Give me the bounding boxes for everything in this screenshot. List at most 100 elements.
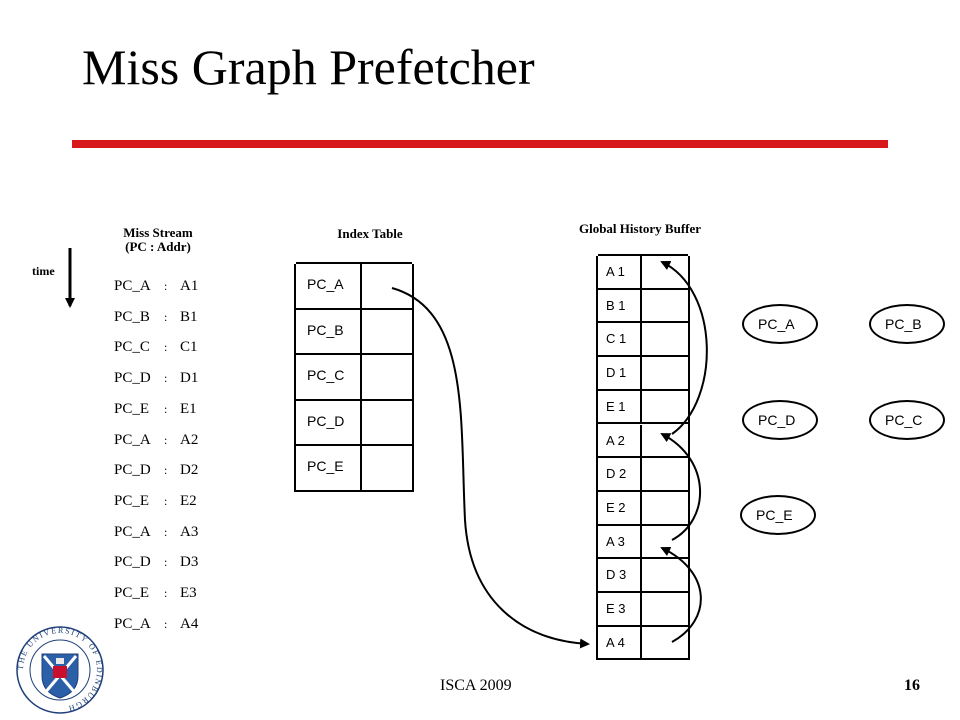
- graph-node-pc-e: PC_E: [740, 495, 816, 535]
- graph-node-pc-b: PC_B: [869, 304, 945, 344]
- miss-stream-subheader: (PC : Addr): [125, 239, 191, 254]
- miss-addr: D3: [180, 554, 199, 571]
- ghb-entry-label: A 2: [606, 432, 625, 448]
- ghb-link-a2-a1: [660, 260, 708, 435]
- miss-separator: :: [164, 401, 168, 416]
- index-table-row: PC_D: [296, 400, 412, 447]
- ghb-header: Global History Buffer: [578, 221, 702, 236]
- miss-addr: B1: [180, 308, 198, 325]
- miss-pc: PC_E: [114, 400, 150, 417]
- index-table-row: PC_A: [296, 262, 412, 310]
- graph-node-pc-d: PC_D: [742, 400, 818, 440]
- ghb-link-cell: [640, 357, 642, 389]
- ghb-link-cell: [640, 256, 642, 288]
- ghb-link-cell: [640, 289, 642, 322]
- miss-separator: :: [164, 371, 168, 386]
- miss-pc: PC_A: [114, 523, 151, 540]
- ghb-entry: A 1: [598, 254, 688, 290]
- ghb-link-a3-a2: [660, 433, 702, 541]
- miss-addr: A4: [180, 615, 199, 632]
- miss-pc: PC_D: [114, 370, 151, 387]
- ghb-entry: D 2: [598, 458, 688, 492]
- ghb-link-cell: [640, 626, 642, 659]
- index-table-pc: PC_D: [307, 412, 345, 429]
- miss-addr: D1: [180, 370, 199, 387]
- ghb-link-cell: [640, 491, 642, 524]
- university-crest-icon: THE UNIVERSITY OF EDINBURGH: [16, 626, 104, 714]
- miss-addr: E2: [180, 492, 197, 509]
- miss-separator: :: [164, 524, 168, 539]
- index-table-row: PC_B: [296, 309, 412, 356]
- miss-stream-row: PC_D:D2: [114, 461, 244, 479]
- ghb-entry-label: C 1: [606, 331, 627, 347]
- miss-pc: PC_D: [114, 462, 151, 479]
- title-underline: [72, 140, 888, 148]
- index-table-pointer-cell: [360, 355, 362, 399]
- miss-separator: :: [164, 309, 168, 324]
- index-table-pc: PC_B: [307, 321, 344, 338]
- ghb-link-cell: [640, 390, 642, 423]
- miss-pc: PC_E: [114, 492, 150, 509]
- miss-stream-row: PC_D: D1: [114, 369, 244, 387]
- slide-title: Miss Graph Prefetcher: [82, 39, 535, 95]
- index-table-pc: PC_E: [307, 458, 344, 475]
- ghb-entry: E 1: [598, 390, 688, 425]
- ghb-link-cell: [640, 525, 642, 558]
- miss-separator: :: [164, 340, 168, 355]
- index-table-row: PC_E: [296, 446, 412, 492]
- miss-pc: PC_A: [114, 278, 151, 294]
- ghb-link-a4-a3: [660, 546, 702, 643]
- miss-stream-row: PC_E: E2: [114, 492, 244, 510]
- miss-separator: :: [164, 493, 168, 508]
- ghb-link-cell: [640, 559, 642, 591]
- miss-stream-row: PC_A:A1: [114, 277, 244, 295]
- index-table: PC_A PC_B PC_C PC_D PC_E: [294, 262, 414, 492]
- ghb-entry: B 1: [598, 289, 688, 324]
- miss-addr: E1: [180, 400, 197, 417]
- footer-conference: ISCA 2009: [440, 677, 512, 694]
- graph-node-pc-c: PC_C: [869, 400, 945, 440]
- index-table-pc: PC_C: [307, 367, 345, 384]
- ghb-entry-label: D 1: [606, 365, 627, 381]
- miss-stream-row: PC_E:E3: [114, 584, 244, 602]
- miss-stream-row: PC_A:A4: [114, 615, 244, 633]
- ghb-entry-label: E 3: [606, 601, 626, 616]
- miss-addr: E3: [180, 585, 197, 601]
- miss-stream-row: PC_E: E1: [114, 400, 244, 418]
- index-table-pointer-cell: [360, 446, 362, 490]
- index-table-header: Index Table: [337, 226, 403, 241]
- ghb-link-cell: [640, 593, 642, 625]
- miss-stream-row: PC_D: D3: [114, 553, 244, 571]
- miss-separator: :: [164, 463, 168, 478]
- ghb-entry-label: A 1: [606, 264, 625, 279]
- miss-pc: PC_D: [114, 554, 151, 571]
- ghb-entry: A 4: [598, 626, 688, 661]
- miss-pc: PC_A: [114, 615, 151, 632]
- ghb-entry: A 3: [598, 525, 688, 560]
- miss-separator: :: [164, 279, 168, 293]
- index-table-row: PC_C: [296, 355, 412, 401]
- index-table-pointer-cell: [360, 309, 362, 354]
- miss-addr: C1: [180, 339, 198, 356]
- miss-stream-header: Miss Stream: [123, 225, 193, 240]
- miss-stream-row: PC_B: B1: [114, 308, 244, 326]
- miss-addr: A2: [180, 431, 199, 448]
- ghb-entry-label: D 2: [606, 466, 627, 482]
- ghb-entry: C 1: [598, 323, 688, 358]
- ghb-entry-label: E 1: [606, 398, 626, 414]
- ghb-link-cell: [640, 323, 642, 356]
- ghb-entry: E 2: [598, 491, 688, 526]
- ghb-entry: D 3: [598, 559, 688, 593]
- miss-pc: PC_E: [114, 585, 150, 601]
- miss-pc: PC_B: [114, 308, 150, 325]
- index-table-pointer-cell: [360, 400, 362, 445]
- index-table-pointer-cell: [360, 264, 362, 308]
- time-label: time: [32, 264, 55, 278]
- miss-pc: PC_C: [114, 339, 150, 356]
- ghb-entry: E 3: [598, 593, 688, 627]
- ghb-entry-label: E 2: [606, 499, 626, 515]
- miss-separator: :: [164, 555, 168, 570]
- ghb-entry: D 1: [598, 357, 688, 391]
- index-to-ghb-arrow: [391, 287, 590, 649]
- miss-stream-row: PC_A:A3: [114, 523, 244, 541]
